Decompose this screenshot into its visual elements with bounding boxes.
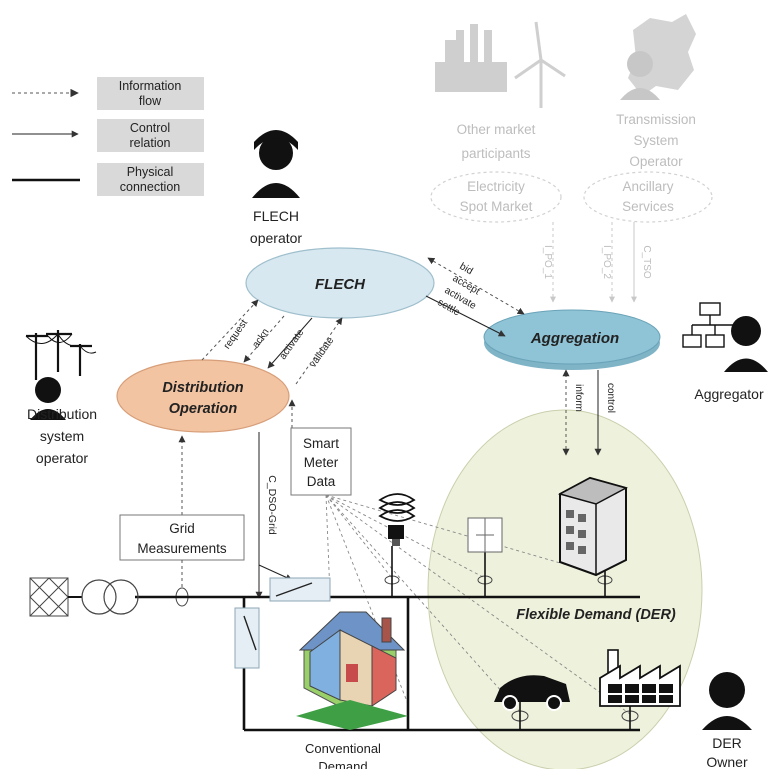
aggregation-node (483, 309, 661, 365)
legend-info-line1: Information (119, 79, 182, 93)
conventional-line1: Conventional (305, 741, 381, 756)
spot-market-line1: Electricity (467, 179, 525, 194)
activate-label: activate (278, 327, 307, 362)
legend: Information flow Control relation Physic… (12, 77, 204, 196)
ackn-label: ackn (250, 327, 271, 351)
distribution-operation-node (116, 359, 290, 433)
legend-info-line2: flow (139, 94, 162, 108)
der-owner-line1: DER (712, 735, 742, 751)
light-bulb-icon (378, 493, 416, 546)
request-label: request (222, 318, 250, 352)
tso-line3: Operator (629, 154, 683, 169)
tso-person-icon (620, 51, 660, 100)
distribution-line1: Distribution (162, 380, 243, 396)
wind-turbine-icon (514, 21, 566, 108)
grid-measurements-line2: Measurements (137, 541, 227, 556)
smart-meter-line1: Smart (303, 436, 339, 451)
der-owner-line2: Owner (706, 754, 748, 769)
tso-line2: System (633, 133, 678, 148)
flech-operator-line2: operator (250, 230, 302, 246)
der-owner-icon (702, 672, 752, 730)
inform-label: inform (573, 384, 584, 412)
conventional-line2: Demand (318, 759, 367, 769)
activate-arrow (267, 317, 313, 369)
legend-physical-box (97, 163, 204, 196)
i-po-1-label: I_PO_1 (542, 245, 553, 279)
ancillary-line2: Services (622, 199, 674, 214)
flech-operator-icon (252, 130, 300, 198)
activate-settle-arrow (425, 295, 506, 337)
i-po-2-label: I_PO_2 (601, 245, 612, 279)
bid-arrow (427, 257, 525, 315)
other-participants-line1: Other market (457, 122, 536, 137)
grid-measurements-line1: Grid (169, 521, 195, 536)
legend-physical-line1: Physical (127, 165, 174, 179)
legend-control-box (97, 119, 204, 152)
switchboard-icon (467, 517, 503, 553)
control-label: control (605, 383, 616, 413)
legend-control-line1: Control (130, 121, 170, 135)
ackn-arrow (243, 315, 285, 363)
external-grid-icon (29, 577, 69, 617)
power-lines-icon (25, 330, 97, 380)
dso-line2: system (40, 428, 84, 444)
vertical-switch (234, 607, 260, 669)
house-icon (296, 611, 408, 730)
transformer-icon (81, 579, 139, 615)
validate-label: validate (308, 335, 337, 370)
electric-car-icon (494, 675, 570, 711)
spot-market-node (430, 171, 562, 223)
aggregator-label: Aggregator (694, 386, 764, 402)
smart-meter-line3: Data (307, 474, 336, 489)
validate-arrow (295, 317, 343, 385)
dso-person-icon (30, 377, 66, 420)
market-area: Other market participants Transmission S… (430, 14, 713, 303)
ancillary-line1: Ancillary (622, 179, 673, 194)
horizontal-switch (269, 577, 331, 602)
legend-physical-line2: connection (120, 180, 181, 194)
request-arrow (201, 299, 259, 361)
tso-line1: Transmission (616, 112, 696, 127)
aggregator-person-icon (724, 316, 768, 372)
distribution-line2: Operation (169, 401, 238, 417)
flech-operator-line1: FLECH (253, 208, 299, 224)
factory-icon (599, 649, 681, 707)
vertical-switch-blade (243, 615, 257, 651)
switch-blade (275, 582, 313, 597)
ancillary-services-node (583, 171, 713, 223)
dso-line1: Distribution (27, 406, 97, 422)
smart-meter-box (290, 427, 352, 496)
power-plant-icon (435, 24, 507, 92)
spot-market-line2: Spot Market (460, 199, 533, 214)
flexible-demand-label: Flexible Demand (DER) (516, 607, 676, 623)
grid-measurements-box (119, 514, 245, 561)
c-tso-label: C_TSO (641, 245, 652, 279)
flech-label: FLECH (315, 276, 366, 293)
org-chart-icon (682, 302, 740, 348)
legend-control-line2: relation (130, 136, 171, 150)
server-building-icon (557, 476, 629, 577)
legend-info-box (97, 77, 204, 110)
flexible-demand-area (427, 409, 703, 769)
smart-meter-line2: Meter (304, 455, 339, 470)
aggregation-label: Aggregation (530, 330, 619, 347)
dso-line3: operator (36, 450, 88, 466)
c-dso-grid-label: C_DSO-Grid (266, 475, 278, 535)
other-participants-line2: participants (461, 146, 530, 161)
